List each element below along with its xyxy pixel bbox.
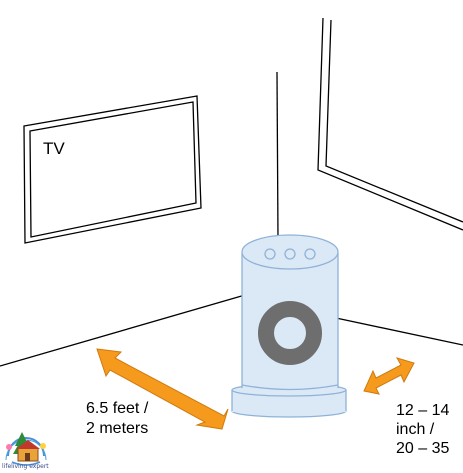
tv-frame <box>23 95 202 244</box>
left-distance-line-1: 6.5 feet / <box>86 400 149 417</box>
speaker-button-2 <box>284 248 296 260</box>
room-corner-edge <box>276 71 279 241</box>
speaker-button-1 <box>264 248 276 260</box>
left-distance-line-2: 2 meters <box>86 420 149 437</box>
speaker-button-3 <box>304 248 316 260</box>
right-distance-line-3: 20 – 35 <box>396 440 450 457</box>
room-floor-edge-right <box>335 317 463 346</box>
speaker-ring <box>258 301 322 365</box>
left-distance-arrow <box>96 348 229 430</box>
brand-logo <box>5 432 47 466</box>
tv-label: TV <box>43 139 65 158</box>
room-floor-edge-left <box>0 294 246 367</box>
brand-logo-text: lifeliving expert <box>2 463 49 470</box>
smart-speaker <box>231 234 347 418</box>
left-distance-label: 6.5 feet / 2 meters <box>86 399 148 439</box>
right-distance-line-2: inch / <box>396 421 435 438</box>
right-distance-line-1: 12 – 14 <box>396 402 450 419</box>
right-distance-label: 12 – 14 inch / 20 – 35 <box>396 401 449 458</box>
right-distance-arrow <box>363 357 415 395</box>
window-frame <box>317 17 463 231</box>
